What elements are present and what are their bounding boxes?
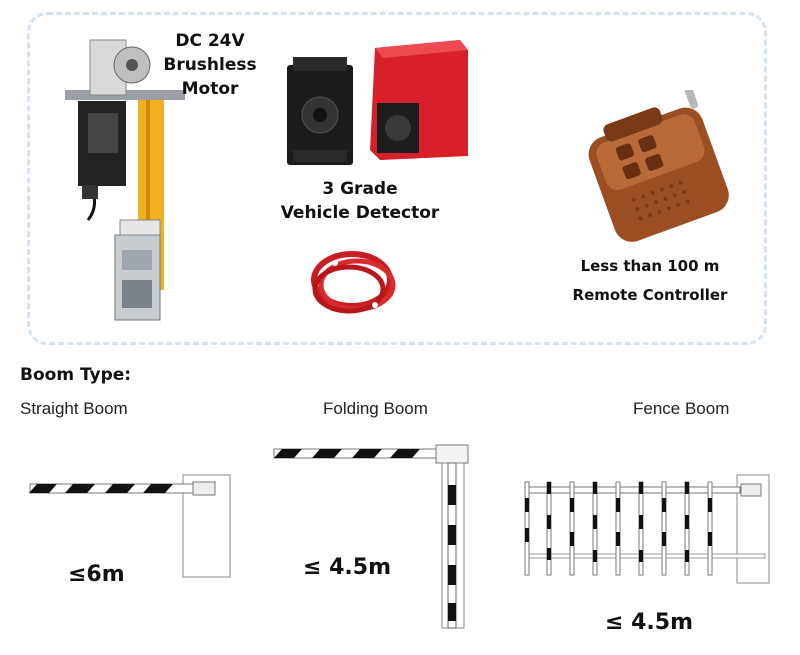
folding-boom-drawing xyxy=(273,444,469,629)
motor-label-line3: Motor xyxy=(181,78,239,99)
remote-label: Less than 100 m Remote Controller xyxy=(545,252,755,309)
folding-boom-length: ≤ 4.5m xyxy=(303,555,391,580)
fence-boom-length: ≤ 4.5m xyxy=(605,610,693,635)
loop-coil-image xyxy=(311,251,396,314)
boom-type-heading: Boom Type: xyxy=(20,365,132,385)
fence-boom-drawing xyxy=(524,474,770,584)
detector-label-line2: Vehicle Detector xyxy=(280,202,440,223)
motor-label-line2: Brushless xyxy=(163,54,257,75)
vehicle-detector-image xyxy=(370,40,468,160)
detector-label-line1: 3 Grade xyxy=(322,179,398,199)
straight-boom-title: Straight Boom xyxy=(20,399,128,418)
straight-boom-length: ≤6m xyxy=(68,562,125,587)
motor-assembly-image xyxy=(65,39,185,321)
detector-label: 3 Grade Vehicle Detector xyxy=(255,178,465,226)
components-panel xyxy=(27,12,767,345)
folding-boom-title: Folding Boom xyxy=(323,399,428,418)
motor-label-line1: DC 24V xyxy=(175,31,245,51)
remote-label-line2: Remote Controller xyxy=(572,285,728,304)
remote-controller-image xyxy=(588,90,729,242)
straight-boom-drawing xyxy=(29,474,231,578)
fence-boom-title: Fence Boom xyxy=(633,399,730,418)
motor-label: DC 24V Brushless Motor xyxy=(155,30,265,101)
relay-socket-image xyxy=(287,57,353,165)
remote-label-line1: Less than 100 m xyxy=(580,257,720,275)
